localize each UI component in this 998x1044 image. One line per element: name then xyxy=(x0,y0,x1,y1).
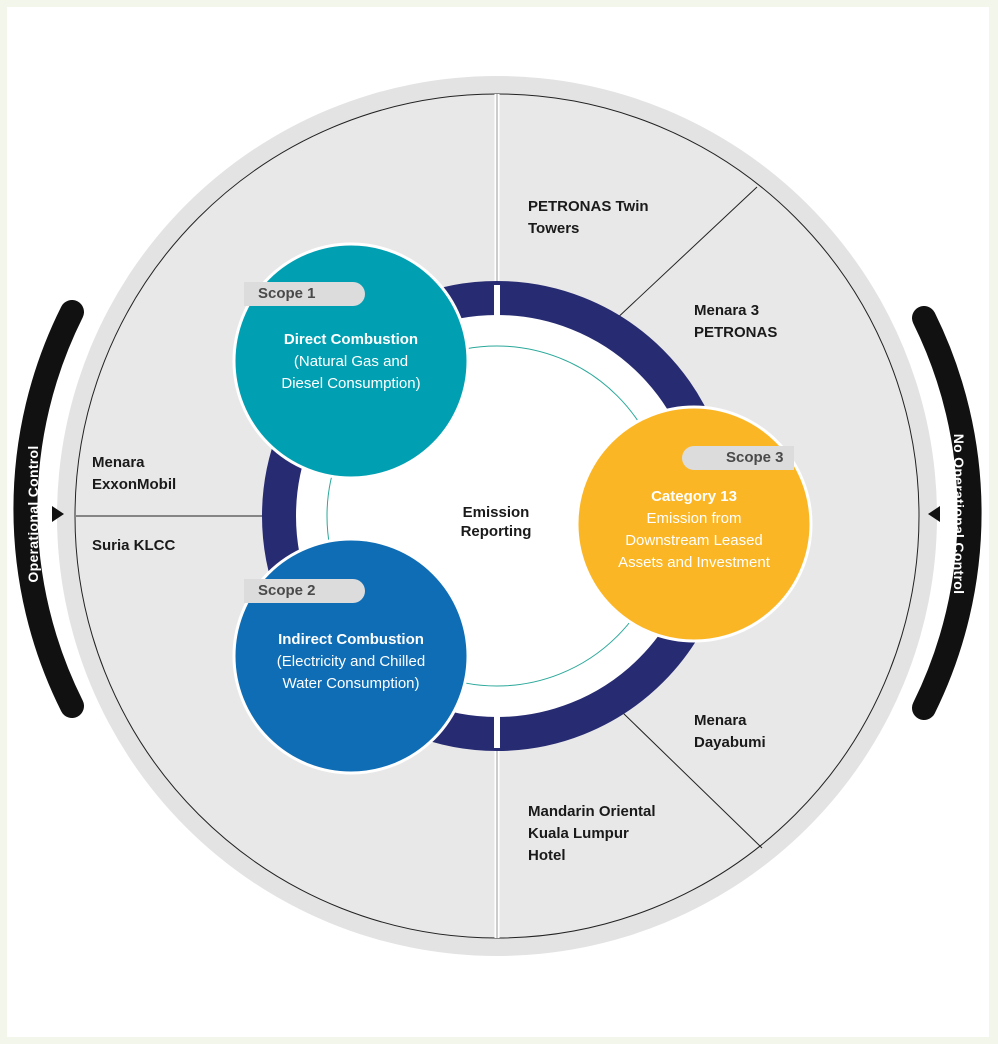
scope1-tab-label: Scope 1 xyxy=(258,285,316,302)
left-bracket-arc xyxy=(13,300,84,718)
ring-gap-bottom xyxy=(494,708,500,748)
scope2-tab: Scope 2 xyxy=(244,579,365,603)
scope3-tab: Scope 3 xyxy=(682,446,794,470)
label-operational-control: Operational Control xyxy=(25,445,41,583)
center-title: Emission Reporting xyxy=(460,504,532,540)
scope2-tab-label: Scope 2 xyxy=(258,582,316,599)
scope1-text: Direct Combustion (Natural Gas and Diese… xyxy=(241,329,461,395)
scope3-body: Emission from Downstream Leased Assets a… xyxy=(618,510,770,571)
ring-gap-top xyxy=(494,285,500,325)
divider-lower-right xyxy=(621,711,763,849)
divider-upper-right xyxy=(612,186,758,323)
scope3-text: Category 13 Emission from Downstream Lea… xyxy=(584,486,804,574)
label-menara-exxonmobil: Menara ExxonMobil xyxy=(92,454,177,493)
right-bracket-arc xyxy=(912,306,982,720)
scope3-tab-label: Scope 3 xyxy=(726,449,784,466)
label-menara-3-petronas: Menara 3 PETRONAS xyxy=(694,302,778,341)
label-suria-klcc: Suria KLCC xyxy=(92,537,176,554)
label-petronas-twin-towers: PETRONAS Twin Towers xyxy=(528,198,649,237)
scope1-tab: Scope 1 xyxy=(244,282,365,306)
left-arrow-icon xyxy=(52,506,64,522)
label-no-operational-control: No Operational Control xyxy=(951,433,967,595)
scope3-heading: Category 13 xyxy=(651,488,737,505)
right-arrow-icon xyxy=(928,506,940,522)
scope2-text: Indirect Combustion (Electricity and Chi… xyxy=(241,629,461,695)
scope2-heading: Indirect Combustion xyxy=(278,631,424,648)
scope1-heading: Direct Combustion xyxy=(283,331,419,348)
scope1-body: (Natural Gas and Diesel Consumption) xyxy=(281,353,421,392)
scope2-body: (Electricity and Chilled Water Consumpti… xyxy=(276,653,426,692)
label-menara-dayabumi: Menara Dayabumi xyxy=(694,712,766,751)
label-mandarin-oriental: Mandarin Oriental Kuala Lumpur Hotel xyxy=(528,803,656,864)
